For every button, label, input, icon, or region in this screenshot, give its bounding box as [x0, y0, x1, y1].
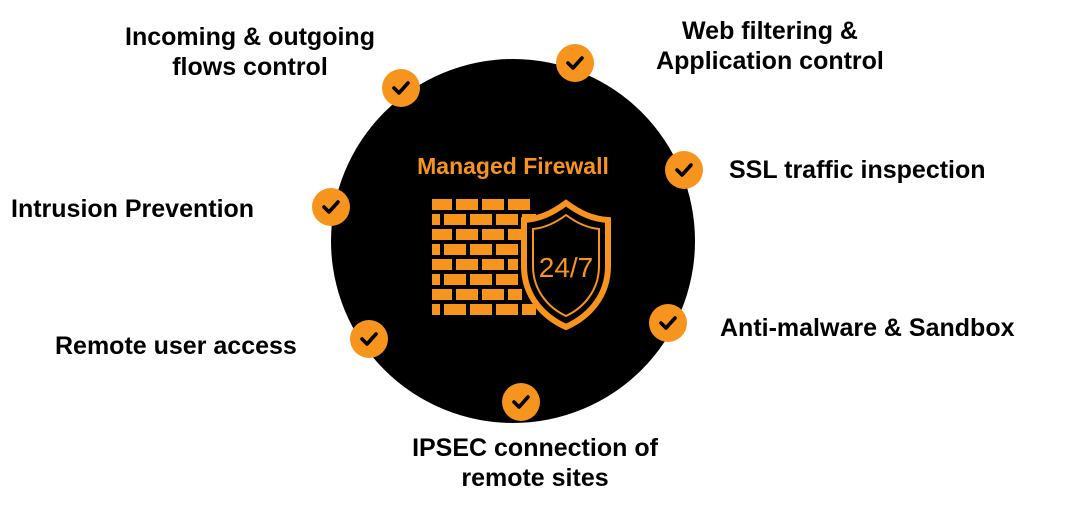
feature-label-line: IPSEC connection of: [412, 434, 658, 462]
feature-label-remoteuser: Remote user access: [55, 331, 297, 361]
feature-label-line: Web filtering &: [682, 17, 858, 45]
feature-label-ipsec: IPSEC connection of remote sites: [380, 433, 690, 493]
feature-label-line: SSL traffic inspection: [729, 156, 986, 184]
feature-label-line: Anti-malware & Sandbox: [720, 314, 1015, 342]
feature-label-line: flows control: [172, 53, 328, 81]
hub-title: Managed Firewall: [417, 153, 609, 179]
feature-label-line: Application control: [656, 47, 884, 75]
feature-label-antimalware: Anti-malware & Sandbox: [720, 313, 1015, 343]
checkmark-icon-antimalware: [649, 304, 687, 342]
shield-badge-text: 24/7: [539, 252, 594, 283]
feature-label-flows: Incoming & outgoing flows control: [95, 22, 405, 82]
feature-label-ips: Intrusion Prevention: [11, 194, 254, 224]
feature-label-line: Intrusion Prevention: [11, 195, 255, 223]
brick-wall: [432, 199, 536, 315]
feature-label-line: Remote user access: [55, 332, 297, 360]
hub-circle: [331, 59, 695, 423]
shield-icon: [521, 199, 611, 331]
checkmark-icon-ips: [312, 188, 350, 226]
checkmark-icon-flows: [382, 69, 420, 107]
checkmark-icon-ssl: [665, 151, 703, 189]
checkmark-icon-ipsec: [502, 383, 540, 421]
checkmark-icon-webfilter: [556, 44, 594, 82]
feature-label-line: remote sites: [461, 464, 609, 492]
feature-label-line: Incoming & outgoing: [125, 23, 375, 51]
checkmark-icon-remoteuser: [350, 320, 388, 358]
feature-label-webfilter: Web filtering & Application control: [620, 16, 920, 76]
feature-label-ssl: SSL traffic inspection: [729, 155, 986, 185]
brick-wall-shield-icon: 24/7: [432, 199, 611, 331]
